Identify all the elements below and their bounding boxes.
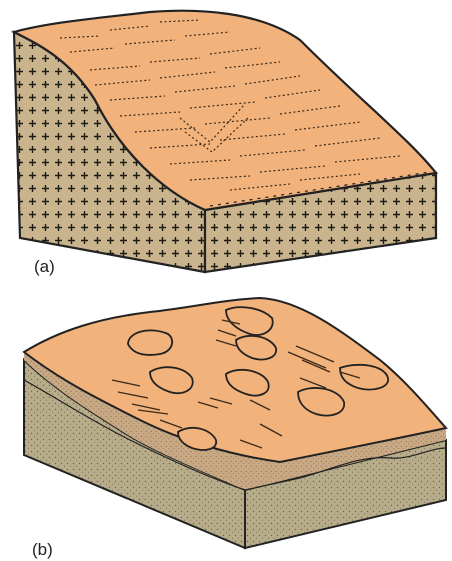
panel-a-block [14, 11, 436, 272]
panel-a-label: (a) [34, 257, 55, 276]
panel-b-label: (b) [32, 540, 53, 559]
